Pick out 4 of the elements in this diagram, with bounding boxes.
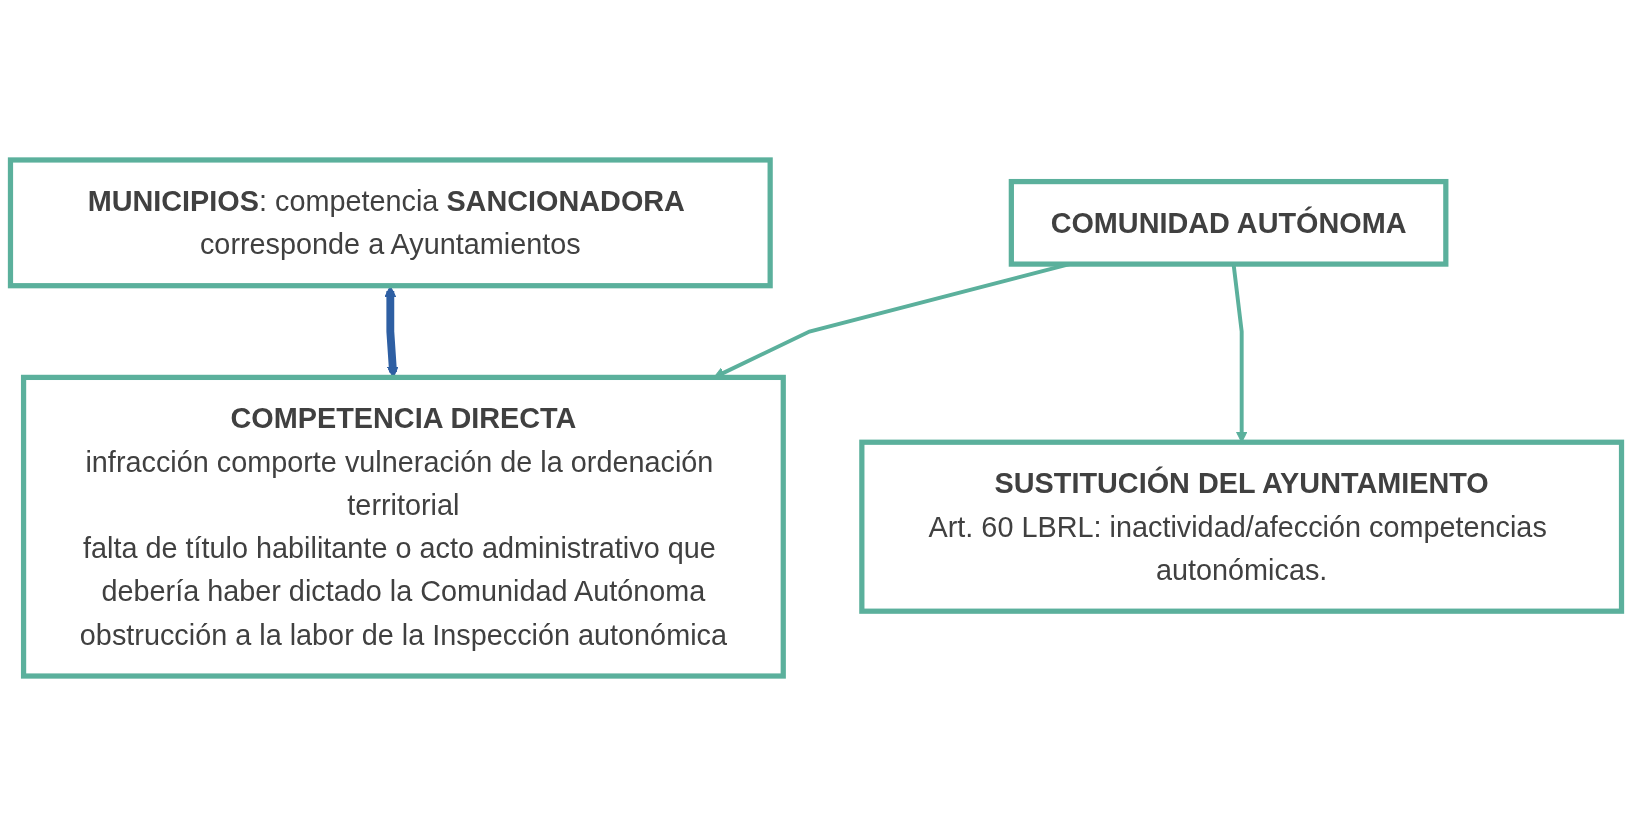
node-box: COMPETENCIA DIRECTA infracción comporte vulneración de la ordenación territorial falta de título habilitante o acto administrativo que debería haber dictado la Comunidad Autónoma obstrucción a la labor de la Inspección autonómica (20, 374, 786, 679)
node-box: MUNICIPIOS: competencia SANCIONADORA corresponde a Ayuntamientos (7, 157, 773, 289)
node-box: SUSTITUCIÓN DEL AYUNTAMIENTO Art. 60 LBRL: inactividad/afección competencias autonómicas. (859, 439, 1625, 614)
node-box: COMUNIDAD AUTÓNOMA (1008, 178, 1449, 267)
